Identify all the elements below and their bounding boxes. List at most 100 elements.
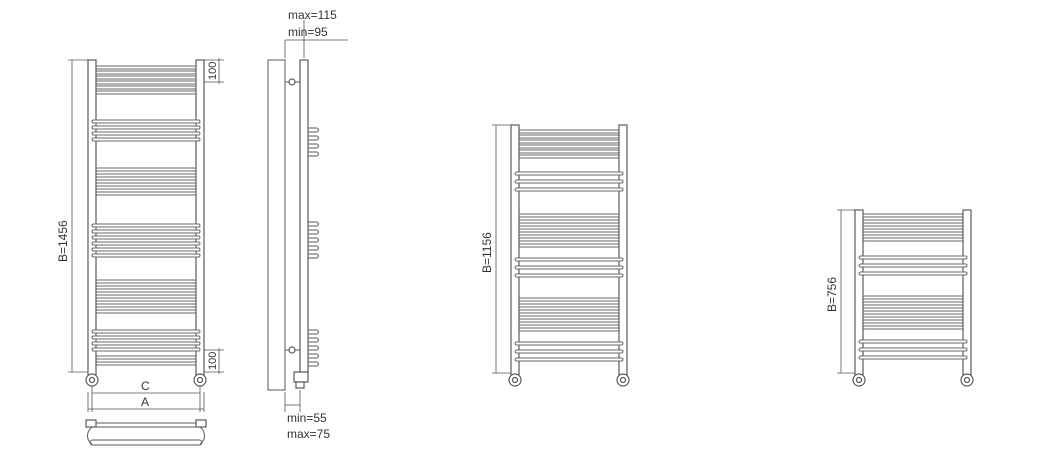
towel-bar-extended [91, 235, 201, 240]
towel-bar-extended [514, 179, 624, 184]
towel-bar [862, 295, 964, 300]
side-rail-end [308, 143, 319, 149]
towel-bar [862, 213, 964, 218]
towel-bar-extended [514, 273, 624, 278]
towel-bar [95, 191, 197, 196]
towel-bar [518, 327, 620, 332]
towel-bar [518, 149, 620, 154]
towel-bar [95, 75, 197, 80]
side-rail-end [308, 127, 319, 133]
rail-bars [91, 65, 201, 366]
side-rail-end [308, 353, 319, 359]
side-rail-end [308, 361, 319, 367]
towel-bar [518, 144, 620, 149]
width-a-label: A [141, 395, 149, 409]
towel-bar [518, 225, 620, 230]
towel-bar [95, 70, 197, 75]
towel-bar [518, 139, 620, 144]
radiator-top-view [85, 419, 207, 446]
towel-bar [95, 309, 197, 314]
towel-bar [518, 134, 620, 139]
towel-bar-extended [91, 131, 201, 136]
towel-bar-extended [91, 335, 201, 340]
towel-bar [95, 291, 197, 296]
top-spacing-label: 100 [207, 62, 219, 80]
towel-bar-extended [514, 349, 624, 354]
side-rail-end [308, 135, 319, 141]
side-rails [308, 127, 319, 367]
side-rail-end [308, 237, 319, 243]
towel-bar [95, 85, 197, 90]
offset-min-label: min=95 [288, 25, 328, 39]
towel-bar [95, 167, 197, 172]
pipe-max-label: max=75 [287, 427, 330, 441]
towel-bar [518, 243, 620, 248]
towel-bar [95, 185, 197, 190]
towel-bar-extended [91, 125, 201, 130]
radiator-front-large: B=1456 100 100 C A [56, 58, 224, 446]
towel-bar [95, 285, 197, 290]
towel-bar-extended [91, 241, 201, 246]
radiator-front-medium: B=1156 [480, 124, 630, 387]
side-valve [293, 371, 309, 383]
towel-bar [862, 237, 964, 242]
offset-max-label: max=115 [288, 8, 337, 22]
towel-bar [518, 237, 620, 242]
side-rail-end [308, 329, 319, 335]
height-label-medium: B=1156 [480, 232, 494, 273]
towel-bar [518, 129, 620, 134]
towel-bar-extended [858, 355, 968, 360]
towel-bar [518, 303, 620, 308]
height-label-small: B=756 [825, 277, 839, 312]
towel-bar [95, 65, 197, 70]
towel-bar-extended [858, 339, 968, 344]
towel-bar [95, 173, 197, 178]
bottom-spacing-label: 100 [207, 352, 219, 370]
towel-bar [518, 297, 620, 302]
towel-bar [862, 225, 964, 230]
side-rail-end [308, 151, 319, 157]
towel-bar [518, 231, 620, 236]
towel-bar [518, 154, 620, 159]
towel-bar-extended [858, 263, 968, 268]
towel-bar [95, 355, 197, 360]
towel-bar-extended [514, 171, 624, 176]
towel-bar [862, 307, 964, 312]
wall-plate [267, 59, 286, 391]
towel-bar-extended [91, 347, 201, 352]
side-rail-end [308, 337, 319, 343]
width-c-label: C [141, 379, 150, 393]
towel-bar-extended [858, 255, 968, 260]
towel-bar [862, 219, 964, 224]
towel-bar-extended [514, 341, 624, 346]
towel-bar [862, 301, 964, 306]
side-rail-end [308, 245, 319, 251]
left-post [510, 124, 520, 376]
towel-bar-extended [91, 329, 201, 334]
towel-bar-extended [91, 137, 201, 142]
towel-bar-extended [514, 257, 624, 262]
towel-bar [518, 219, 620, 224]
towel-bar-extended [858, 271, 968, 276]
towel-bar [862, 231, 964, 236]
towel-bar-extended [91, 341, 201, 346]
towel-bar-extended [514, 357, 624, 362]
towel-bar [95, 297, 197, 302]
towel-bar [518, 315, 620, 320]
towel-bar-extended [514, 187, 624, 192]
towel-bar-extended [514, 265, 624, 270]
towel-bar [862, 319, 964, 324]
towel-bar [518, 213, 620, 218]
towel-bar-extended [91, 229, 201, 234]
side-rail-end [308, 345, 319, 351]
towel-bar-extended [91, 223, 201, 228]
side-rail-end [308, 229, 319, 235]
side-rail-end [308, 221, 319, 227]
towel-bar-extended [91, 247, 201, 252]
radiator-front-small: B=756 [825, 209, 974, 387]
towel-bar [518, 309, 620, 314]
towel-bar [518, 321, 620, 326]
towel-bar [862, 325, 964, 330]
towel-bar-extended [91, 253, 201, 258]
